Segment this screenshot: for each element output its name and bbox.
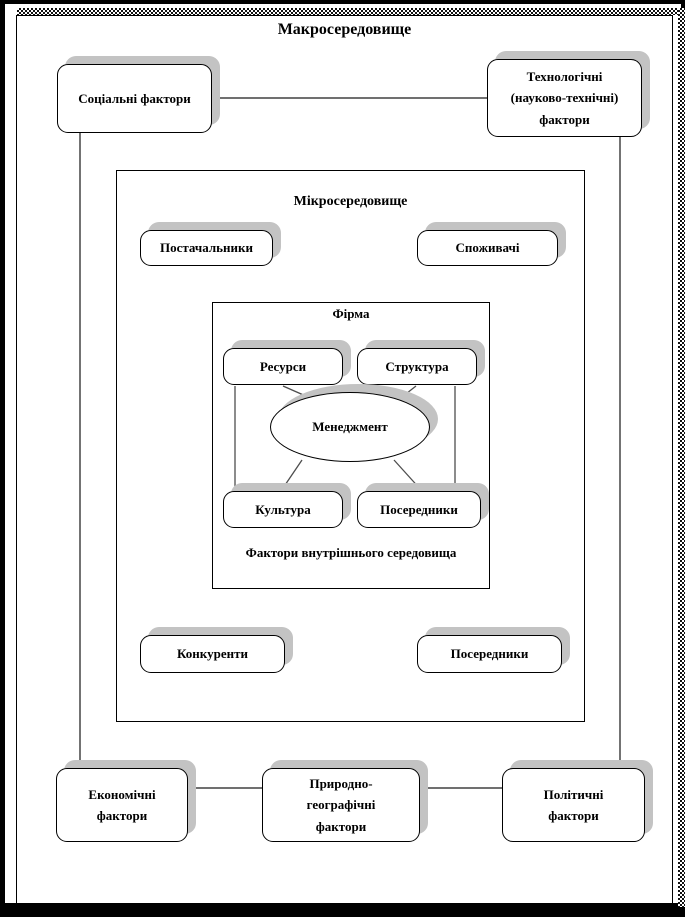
- node-intermediaries-outer: Посередники: [417, 635, 562, 673]
- firm-title: Фірма: [332, 306, 370, 321]
- border-hatch-top: [17, 8, 685, 15]
- node-structure-label: Структура: [385, 358, 449, 374]
- node-natural-geographic-factors: Природно- географічні фактори: [262, 768, 420, 842]
- micro-environment-box: [116, 170, 585, 722]
- node-intermediaries-inner: Посередники: [357, 491, 481, 528]
- node-intermediaries-inner-label: Посередники: [380, 501, 458, 517]
- border-hatch-right: [678, 8, 685, 907]
- node-management-ellipse: Менеджмент: [270, 392, 430, 462]
- node-economic-factors-label: Економічні фактори: [88, 786, 156, 823]
- node-culture: Культура: [223, 491, 343, 528]
- internal-environment-caption: Фактори внутрішнього середовища: [245, 545, 457, 560]
- node-competitors-label: Конкуренти: [177, 646, 248, 662]
- node-intermediaries-outer-label: Посередники: [450, 646, 529, 662]
- node-suppliers: Постачальники: [140, 230, 273, 266]
- node-political-factors: Політичні фактори: [502, 768, 645, 842]
- node-suppliers-label: Постачальники: [160, 240, 253, 256]
- node-political-factors-label: Політичні фактори: [543, 786, 604, 823]
- node-economic-factors: Економічні фактори: [56, 768, 188, 842]
- node-consumers: Споживачі: [417, 230, 558, 266]
- document-page: Макросередовище Соціальні фактори Технол…: [5, 4, 685, 907]
- firm-box: [212, 302, 490, 589]
- node-resources-label: Ресурси: [259, 358, 307, 374]
- node-technological-factors-label: Технологічні (науково-технічні) фактори: [510, 68, 619, 127]
- node-natural-geographic-factors-label: Природно- географічні фактори: [306, 775, 376, 834]
- node-management-label: Менеджмент: [312, 419, 388, 434]
- node-technological-factors: Технологічні (науково-технічні) фактори: [487, 59, 642, 137]
- node-culture-label: Культура: [255, 501, 311, 517]
- node-social-factors: Соціальні фактори: [57, 64, 212, 133]
- node-competitors: Конкуренти: [140, 635, 285, 673]
- macro-environment-title: Макросередовище: [277, 21, 412, 38]
- node-structure: Структура: [357, 348, 477, 385]
- node-social-factors-label: Соціальні фактори: [78, 90, 191, 106]
- micro-environment-title: Мікросередовище: [293, 194, 408, 209]
- node-resources: Ресурси: [223, 348, 343, 385]
- node-consumers-label: Споживачі: [455, 240, 520, 256]
- outer-frame: [16, 15, 673, 906]
